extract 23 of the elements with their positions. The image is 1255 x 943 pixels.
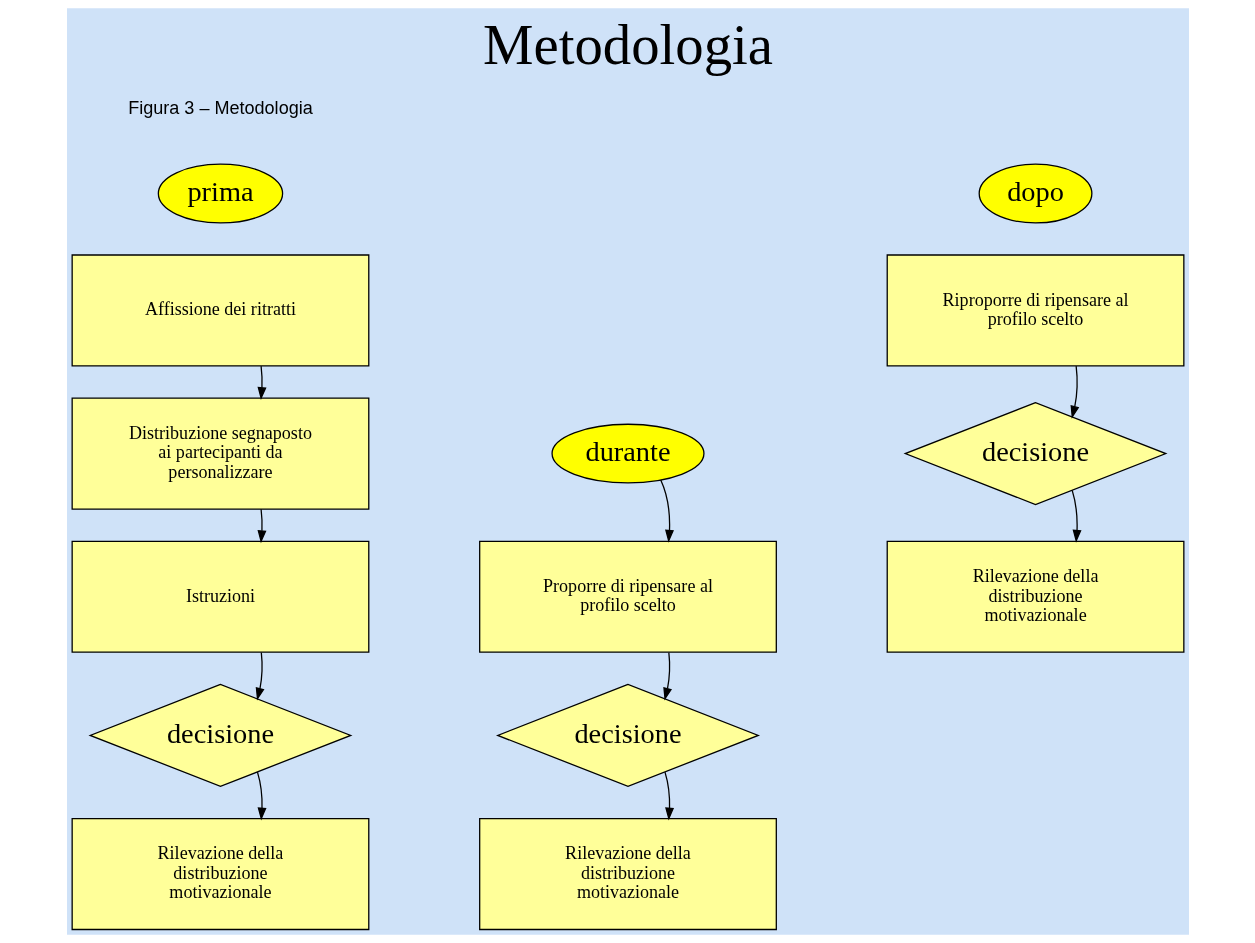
node-ellipse: prima: [157, 163, 283, 224]
arrow: [662, 651, 672, 701]
arrow: [256, 365, 266, 401]
arrow: [256, 508, 266, 544]
node-box: Distribuzione segnaposto ai partecipanti da personalizzare: [71, 397, 369, 510]
arrow: [659, 479, 674, 543]
node-box: Rilevazione della distribuzione motivazionale: [478, 817, 777, 931]
node-box: Affissione dei ritratti: [71, 254, 369, 367]
label: Figura 3 – Metodologia: [127, 97, 313, 118]
diagram-title: Metodologia: [482, 13, 773, 77]
arrow: [255, 651, 264, 701]
node-diamond: decisione: [903, 401, 1168, 506]
arrow: [256, 771, 267, 821]
node-box: Istruzioni: [71, 540, 369, 653]
arrow: [1070, 365, 1079, 419]
node-box: Riproporre di ripensare al profilo scelto: [886, 254, 1184, 367]
node-box: Proporre di ripensare al profilo scelto: [478, 540, 777, 653]
arrow: [663, 771, 674, 821]
node-ellipse: durante: [550, 423, 705, 484]
node-ellipse: dopo: [978, 163, 1092, 224]
arrow: [1071, 489, 1082, 543]
node-box: Rilevazione della distribuzione motivazionale: [71, 817, 369, 931]
node-box: Rilevazione della distribuzione motivazionale: [886, 540, 1184, 653]
